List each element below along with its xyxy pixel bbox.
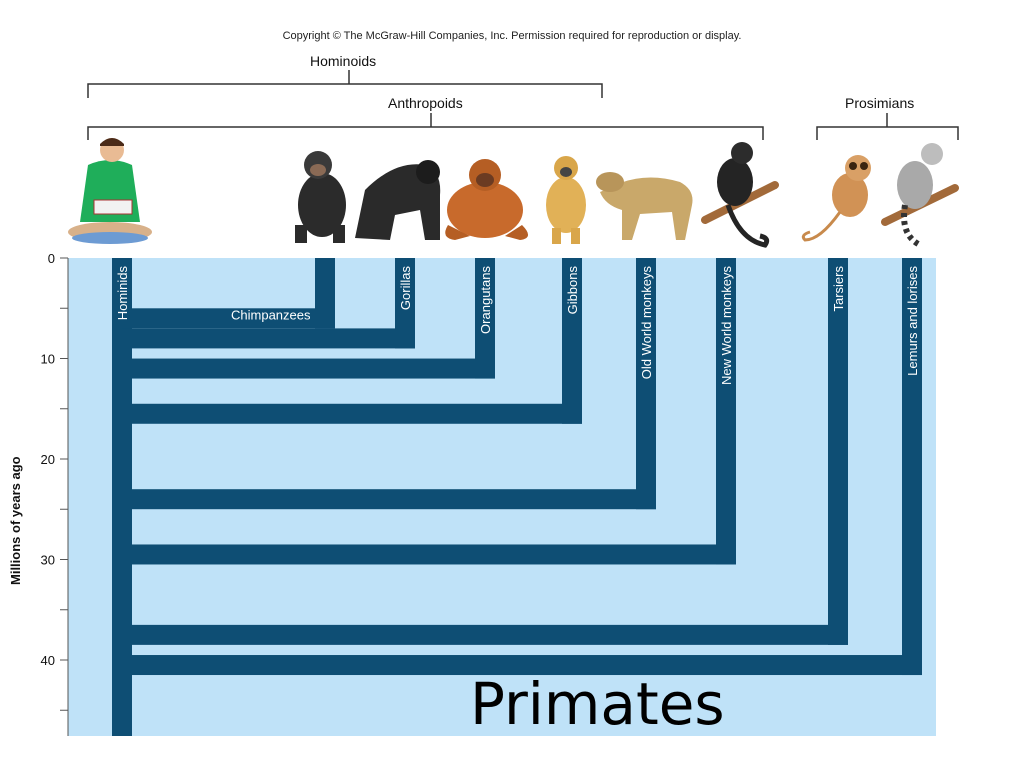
label-old-world-monkeys: Old World monkeys [639, 266, 654, 380]
group-brackets [87, 70, 959, 140]
connector-chimpanzees [122, 308, 335, 329]
orangutan-icon [445, 159, 529, 240]
connector-lemurs-and-lorises [122, 655, 922, 676]
branch-old-world-monkeys [636, 258, 656, 510]
gibbon-icon [546, 156, 586, 244]
hominoids-bracket [87, 83, 603, 98]
chimpanzee-icon [295, 151, 346, 243]
time-axis: 0 10 20 30 40 Millions of years ago [8, 251, 69, 736]
copyright-notice: Copyright © The McGraw-Hill Companies, I… [282, 30, 742, 42]
human-reading-icon [68, 138, 152, 244]
tick-label-20: 20 [41, 452, 55, 467]
tick-label-30: 30 [41, 553, 55, 568]
baboon-icon [596, 172, 693, 240]
connector-gibbons [122, 403, 582, 424]
prosimians-label: Prosimians [845, 95, 915, 111]
anthropoids-bracket [87, 126, 764, 140]
branch-gorillas [395, 258, 415, 349]
tick-label-0: 0 [48, 251, 55, 266]
branch-gibbons [562, 258, 582, 424]
connector-orangutans [122, 358, 495, 379]
lemur-icon [881, 143, 959, 248]
connector-new-world-monkeys [122, 544, 736, 565]
label-gibbons: Gibbons [565, 266, 580, 315]
label-tarsiers: Tarsiers [831, 266, 846, 312]
branch-new-world-monkeys [716, 258, 736, 565]
label-gorillas: Gorillas [398, 266, 413, 311]
branch-lemurs-and-lorises [902, 258, 922, 676]
animal-icons [68, 138, 959, 248]
label-orangutans: Orangutans [478, 266, 493, 334]
diagram-title: Primates [470, 670, 725, 738]
prosimians-bracket [816, 126, 959, 140]
label-new-world-monkeys: New World monkeys [719, 266, 734, 385]
label-hominids: Hominids [115, 266, 130, 321]
connector-old-world-monkeys [122, 489, 656, 510]
axis-label: Millions of years ago [8, 456, 23, 585]
anthropoids-label: Anthropoids [388, 95, 463, 111]
branch-tarsiers [828, 258, 848, 645]
gorilla-icon [355, 160, 441, 240]
tick-label-10: 10 [41, 352, 55, 367]
branch-orangutans [475, 258, 495, 379]
hominoids-label: Hominoids [310, 53, 377, 69]
connector-tarsiers [122, 624, 848, 645]
spider-monkey-icon [701, 142, 779, 248]
connector-gorillas [122, 328, 415, 349]
label-chimpanzees: Chimpanzees [231, 307, 311, 322]
label-lemurs-and-lorises: Lemurs and lorises [905, 266, 920, 376]
tarsier-icon [801, 155, 871, 242]
tick-label-40: 40 [41, 653, 55, 668]
